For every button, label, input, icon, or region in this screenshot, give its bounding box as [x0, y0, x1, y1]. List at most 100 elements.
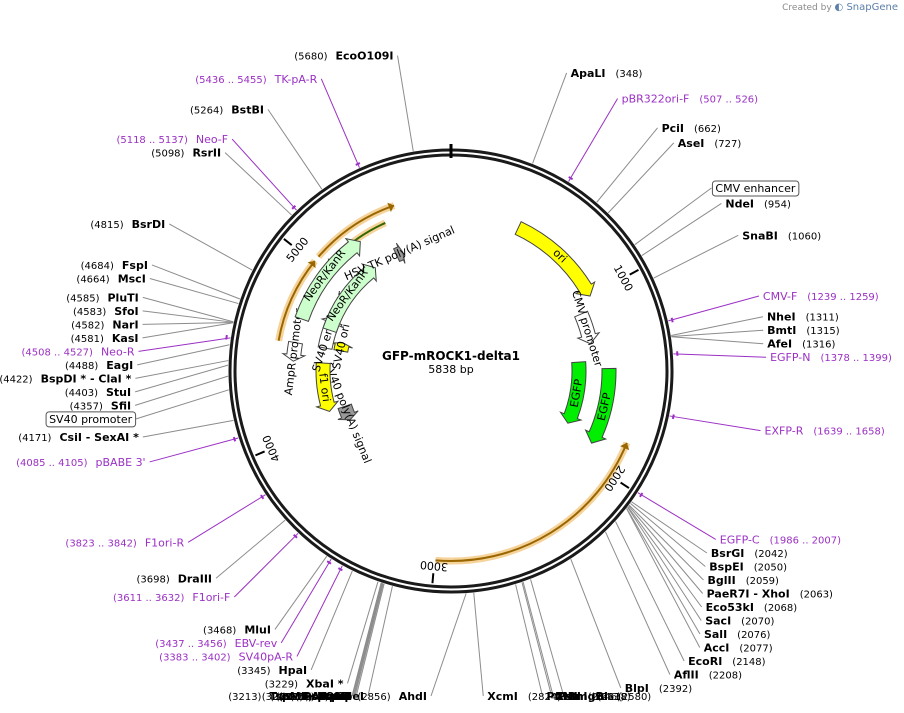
- primer-mark: [671, 414, 675, 420]
- site-position: (5118 .. 5137): [116, 135, 188, 146]
- site-name: XbaI *: [306, 677, 344, 690]
- site-position: (2618): [597, 692, 630, 703]
- site-position: (3213): [228, 692, 261, 703]
- site-leader: [631, 501, 708, 554]
- site-label: HpaI(3345): [237, 664, 307, 677]
- scale-tick: [283, 238, 293, 246]
- feature-arrow: [514, 220, 596, 297]
- primer-mark: [225, 334, 228, 340]
- site-label: PciI(662): [662, 122, 721, 135]
- site-label: EcoRI(2148): [688, 655, 766, 668]
- site-label: AfeI(1316): [767, 338, 835, 351]
- site-leader: [628, 505, 704, 594]
- site-position: (3202): [270, 692, 303, 703]
- site-label: BspEI(2050): [709, 560, 787, 573]
- site-leader: [626, 508, 701, 635]
- site-leader: [149, 437, 239, 463]
- site-leader: [354, 583, 384, 697]
- site-leader: [134, 364, 229, 393]
- site-label: NarI(4582): [71, 318, 138, 331]
- feature-callout: CMV enhancer: [711, 180, 800, 197]
- site-label: EagI(4488): [65, 359, 133, 372]
- site-name: SV40pA-R: [239, 650, 294, 663]
- feature-callout: SV40 promoter: [45, 411, 137, 428]
- site-name: ApaLI: [571, 67, 606, 80]
- site-label: SacI(2070): [705, 614, 774, 627]
- site-leader: [397, 55, 414, 152]
- site-name: SnaBI: [742, 229, 778, 242]
- site-position: (954): [764, 199, 791, 210]
- site-leader: [233, 532, 299, 598]
- snapgene-logo: ◐ SnapGene: [834, 2, 898, 13]
- orf-line: [317, 204, 395, 258]
- site-leader: [634, 187, 712, 246]
- plasmid-name: GFP-mROCK1-delta1: [382, 349, 520, 363]
- site-label: BsrDI(4815): [90, 218, 165, 231]
- site-name: BspEI: [709, 560, 743, 573]
- primer-mark: [337, 567, 343, 572]
- site-label: RsrII(5098): [151, 147, 221, 160]
- site-label: Acc65I(3202): [270, 690, 352, 703]
- primer-mark: [232, 436, 237, 442]
- site-position: (2824): [528, 692, 561, 703]
- site-label: XbaI *(3229): [265, 677, 344, 690]
- site-name: EBV-rev: [235, 637, 278, 650]
- site-label: SpeI(3166): [295, 690, 364, 703]
- site-leader: [320, 78, 360, 168]
- site-name: AfeI: [767, 338, 792, 351]
- site-leader: [138, 337, 231, 352]
- site-leader: [224, 152, 292, 216]
- site-label: TspMI - XmaI(3213): [228, 690, 348, 703]
- site-position: (2059): [746, 576, 779, 587]
- primer-label: TK-pA-R(5436 .. 5455): [195, 73, 317, 86]
- primer-mark: [291, 204, 297, 210]
- site-name: PstI: [557, 690, 581, 703]
- site-label: KpnI(3206): [281, 690, 351, 703]
- primer-label: Neo-F (5118 .. 5137): [116, 133, 228, 146]
- site-name: SfoI: [114, 305, 138, 318]
- site-position: (2063): [800, 589, 833, 600]
- site-position: (4171): [18, 433, 51, 444]
- primer-label: SV40pA-R(3383 .. 3402): [159, 650, 293, 663]
- site-name: PaeR7I - XhoI: [707, 587, 790, 600]
- site-name: KasI: [112, 332, 139, 345]
- site-name: SmaI: [317, 690, 348, 703]
- site-label: SacII(3209): [279, 690, 350, 703]
- site-name: EGFP-C: [720, 533, 760, 546]
- credit-prefix: Created by: [782, 3, 832, 13]
- primer-mark: [326, 560, 332, 565]
- site-name: F1ori-R: [145, 536, 185, 549]
- orf-arrowhead: [307, 261, 316, 269]
- site-label: PaeR7I - XhoI (2063): [707, 587, 833, 600]
- scale-tick: [620, 481, 630, 489]
- site-leader: [142, 296, 234, 323]
- site-name: CsiI - SexAI *: [59, 431, 139, 444]
- site-name: F1ori-F: [192, 591, 230, 604]
- primer-mark: [260, 494, 265, 500]
- site-name: BspDI * - ClaI *: [41, 372, 132, 385]
- site-position: (2580): [618, 692, 651, 703]
- site-leader: [653, 234, 739, 279]
- site-leader: [630, 502, 706, 567]
- site-label: NheI(1311): [767, 311, 839, 324]
- primer-label: EGFP-C(1986 .. 2007): [720, 533, 841, 546]
- feature-label: CMV promoter: [569, 289, 605, 369]
- site-position: (3214): [279, 692, 312, 703]
- site-name: PluTI: [108, 291, 139, 304]
- primer-label: EGFP-N(1378 .. 1399): [770, 351, 892, 364]
- site-name: SacII: [320, 690, 350, 703]
- site-position: (4403): [65, 388, 98, 399]
- site-position: (3611 .. 3632): [113, 593, 185, 604]
- site-position: (3215): [276, 692, 309, 703]
- site-label: AhdI(2856): [357, 690, 427, 703]
- site-name: EcoRI: [688, 655, 722, 668]
- site-position: (2856): [357, 692, 390, 703]
- site-label: ApaLI(348): [571, 67, 643, 80]
- site-position: (2208): [709, 670, 742, 681]
- site-position: (3823 .. 3842): [65, 538, 137, 549]
- site-leader: [215, 519, 286, 579]
- site-label: KasI(4581): [71, 332, 139, 345]
- site-name: Neo-F: [196, 133, 228, 146]
- primer-label: EBV-rev(3437 .. 3456): [155, 637, 277, 650]
